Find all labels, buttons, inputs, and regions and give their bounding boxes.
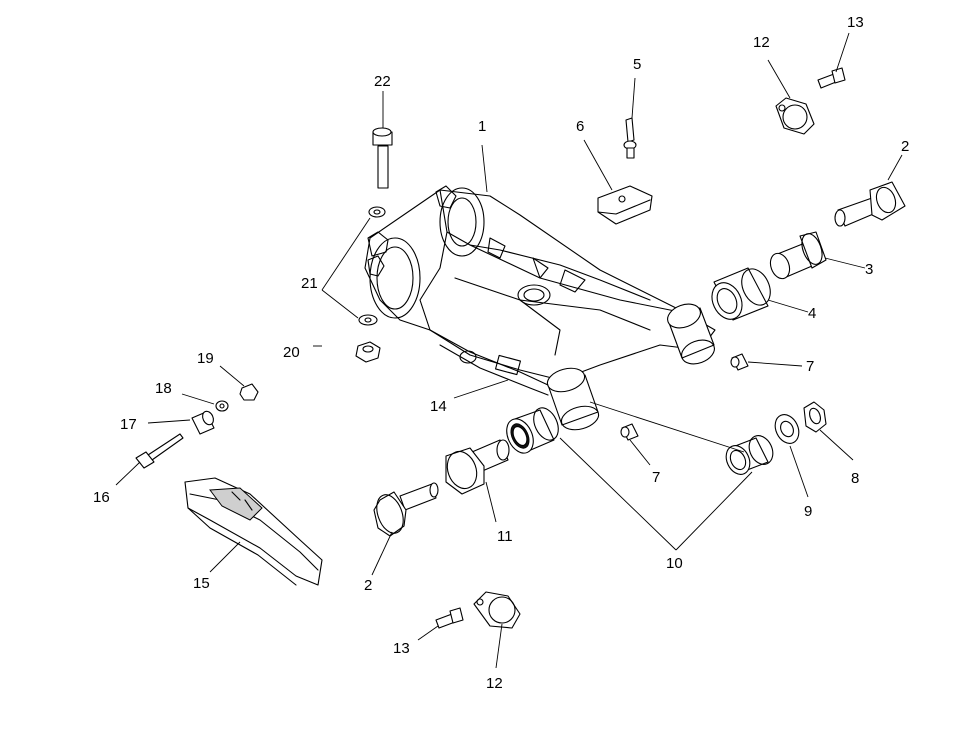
callout-labels: 1 2 2 3 4 5 6 7 7 8 9 10 11 12 12 13 13 … — [93, 14, 909, 692]
callout-10: 10 — [666, 555, 683, 572]
callout-17: 17 — [120, 416, 137, 433]
callout-7-upper: 7 — [806, 358, 814, 375]
nut-20 — [355, 341, 381, 363]
flange-lower — [473, 591, 521, 629]
threaded-bushing — [769, 231, 827, 280]
washer-18 — [215, 400, 229, 412]
callout-15: 15 — [193, 575, 210, 592]
washer-9 — [774, 414, 800, 444]
callout-3: 3 — [865, 261, 873, 278]
callout-13-upper: 13 — [847, 14, 864, 31]
callout-11: 11 — [497, 528, 513, 545]
grease-nipple-pin — [623, 117, 637, 159]
bearing-sleeve-10-left — [506, 407, 559, 454]
swingarm-frame — [364, 185, 716, 431]
callout-2-lower: 2 — [364, 577, 372, 594]
chain-guide-15 — [184, 477, 323, 586]
callout-6: 6 — [576, 118, 584, 135]
callout-12-lower: 12 — [486, 675, 503, 692]
bolt-lower — [435, 607, 464, 629]
flange-upper — [775, 97, 815, 135]
callout-5: 5 — [633, 56, 641, 73]
grease-nipple-7-upper — [730, 353, 749, 371]
callout-4: 4 — [808, 305, 816, 322]
callout-12-upper: 12 — [753, 34, 770, 51]
callout-16: 16 — [93, 489, 110, 506]
callout-8: 8 — [851, 470, 859, 487]
callout-22: 22 — [374, 73, 391, 90]
callout-9: 9 — [804, 503, 812, 520]
leader-lines — [115, 32, 903, 669]
bolt-22 — [372, 127, 393, 189]
threaded-bushing-11 — [445, 439, 510, 495]
callout-1: 1 — [478, 118, 486, 135]
callout-7-lower: 7 — [652, 469, 660, 486]
cover-plate — [597, 185, 653, 225]
callout-2-upper: 2 — [901, 138, 909, 155]
callout-21: 21 — [301, 275, 318, 292]
grease-nipple-7-lower — [620, 423, 639, 441]
bolt-16 — [135, 433, 184, 469]
callout-20: 20 — [283, 344, 300, 361]
callout-18: 18 — [155, 380, 172, 397]
spacer-17 — [191, 410, 215, 435]
axle-pin-lower — [373, 482, 439, 537]
bearing-sleeve-10-right — [725, 435, 774, 475]
bolt-upper — [817, 67, 846, 89]
callout-13-lower: 13 — [393, 640, 410, 657]
nut-8 — [803, 401, 827, 433]
callout-14: 14 — [430, 398, 447, 415]
nut-19 — [239, 383, 259, 401]
washers-21 — [358, 206, 386, 326]
axle-pin-upper — [834, 181, 906, 227]
bearing-sleeve-4 — [711, 267, 771, 321]
callout-19: 19 — [197, 350, 214, 367]
